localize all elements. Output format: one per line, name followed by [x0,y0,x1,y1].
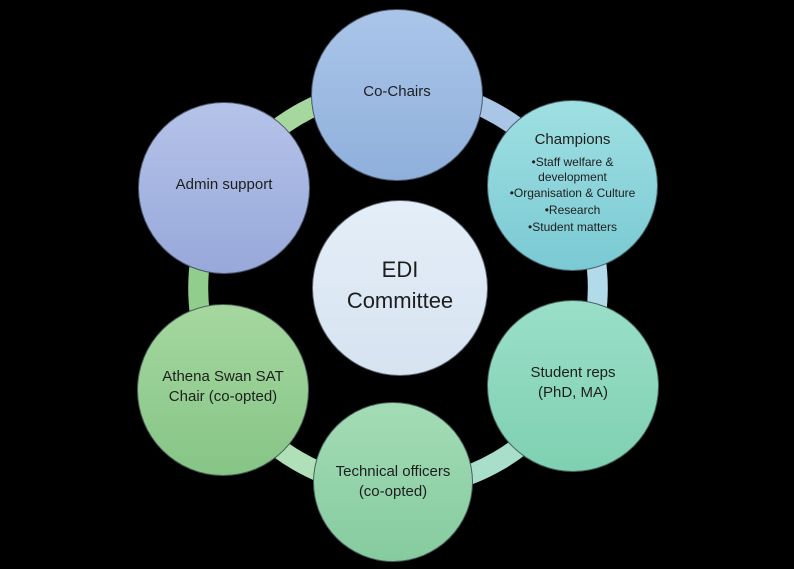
bullet-item-staff-welfare: •Staff welfare & development [509,155,637,184]
bullet-marker: • [528,219,533,234]
bullet-item-student-matters: •Student matters [528,220,617,235]
champions-title: Champions [534,130,611,148]
bullet-item-research: •Research [545,203,601,218]
node-athena-swan-sat-chair-label: Athena Swan SAT Chair (co-opted) [162,368,284,405]
node-champions: Champions •Staff welfare & development •… [487,100,658,271]
bullet-text: Research [548,203,601,218]
node-admin-support-label: Admin support [175,176,273,194]
node-admin-support: Admin support [138,102,310,274]
champions-content: Champions •Staff welfare & development •… [509,130,637,242]
champions-bullet-list: •Staff welfare & development •Organisati… [509,154,637,235]
node-edi-committee: EDI Committee [312,200,488,376]
node-technical-officers-label: Technical officers (co-opted) [335,463,451,500]
bullet-marker: • [544,203,549,218]
bullet-marker: • [509,186,514,201]
bullet-text: Student matters [532,219,617,234]
node-co-chairs-label: Co-Chairs [363,83,431,101]
bullet-marker: • [531,155,536,170]
node-student-reps: Student reps (PhD, MA) [487,300,659,472]
node-athena-swan-sat-chair: Athena Swan SAT Chair (co-opted) [137,304,309,476]
node-technical-officers: Technical officers (co-opted) [313,402,473,562]
node-co-chairs: Co-Chairs [311,9,483,181]
bullet-text: Organisation & Culture [513,186,636,201]
bullet-item-organisation-culture: •Organisation & Culture [510,186,636,201]
node-edi-committee-label: EDI Committee [346,257,454,313]
node-student-reps-label: Student reps (PhD, MA) [530,364,616,401]
bullet-text: Staff welfare & development [535,155,614,184]
